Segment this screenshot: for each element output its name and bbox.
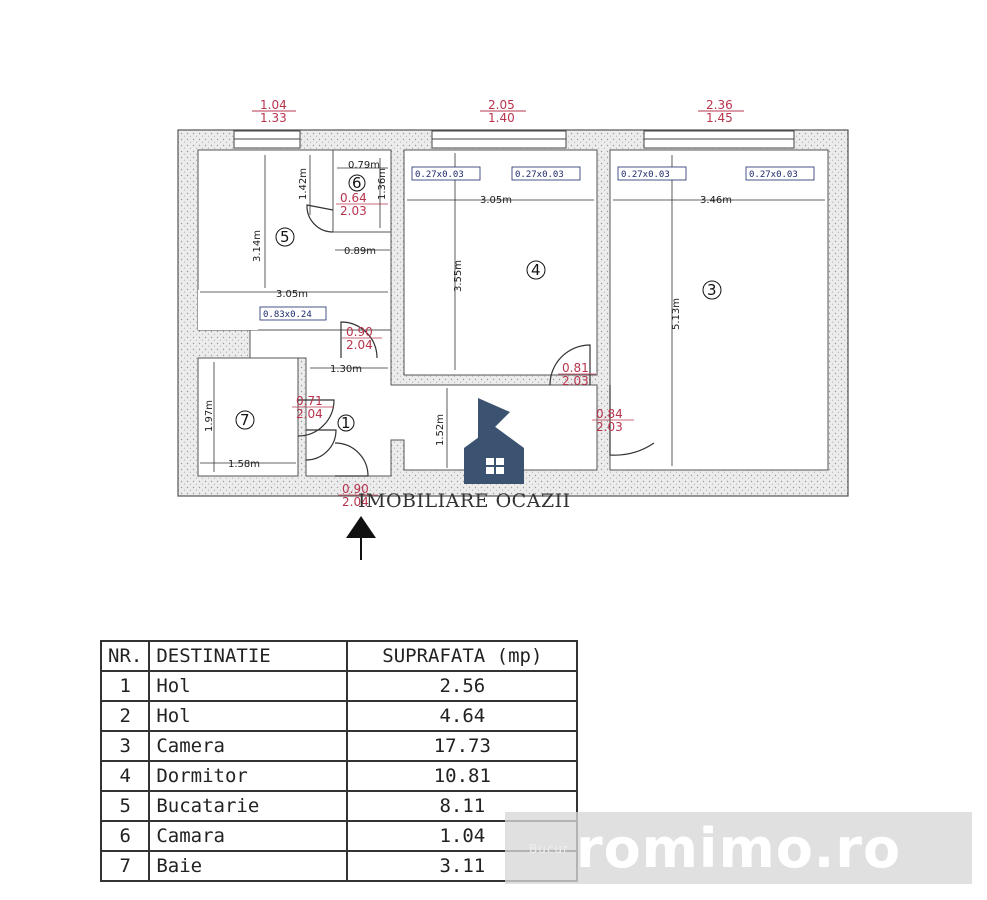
watermark-text: romimo.ro — [575, 816, 902, 880]
window-label-top: 2.05 — [488, 98, 515, 112]
table-row: 4 Dormitor 10.81 — [99, 760, 579, 792]
col-header-nr: NR. — [99, 640, 151, 672]
cell-nr: 7 — [99, 850, 151, 882]
brand-watermark: IMOBILIARE OCAZII — [358, 490, 571, 512]
room-number: 3 — [707, 281, 717, 299]
dimension-label: 3.05m — [480, 195, 512, 206]
table-header-row: NR. DESTINATIE SUPRAFATA (mp) — [99, 640, 579, 672]
doors — [297, 204, 655, 477]
door-label-top: 0.90 — [346, 325, 373, 339]
col-header-suprafata: SUPRAFATA (mp) — [346, 640, 579, 672]
dimension-label: 5.13m — [671, 298, 682, 330]
col-header-destinatie: DESTINATIE — [148, 640, 349, 672]
table-row: 3 Camera 17.73 — [99, 730, 579, 762]
cell-destinatie: Hol — [148, 670, 349, 702]
room-number: 4 — [531, 261, 541, 279]
cell-suprafata: 10.81 — [346, 760, 579, 792]
room-number: 5 — [280, 228, 290, 246]
door-label-bottom: 2.04 — [296, 407, 323, 421]
window-label-bottom: 1.40 — [488, 111, 515, 125]
door-label-top: 0.71 — [296, 394, 323, 408]
cell-suprafata: 17.73 — [346, 730, 579, 762]
cell-suprafata: 2.56 — [346, 670, 579, 702]
room-number: 1 — [341, 414, 351, 432]
cell-nr: 6 — [99, 820, 151, 852]
cell-nr: 2 — [99, 700, 151, 732]
window-box-label: 0.27x0.03 — [515, 170, 564, 180]
dimension-label: 1.58m — [228, 459, 260, 470]
cell-destinatie: Camera — [148, 730, 349, 762]
dimension-label: 0.79m — [348, 160, 380, 171]
cell-destinatie: Baie — [148, 850, 349, 882]
dimension-label: 1.52m — [435, 414, 446, 446]
door-label-bottom: 2.03 — [562, 374, 589, 388]
door-label-bottom: 2.04 — [342, 495, 369, 509]
entrance-arrow-icon — [346, 516, 376, 560]
dimension-label: 3.14m — [252, 230, 263, 262]
dimension-label: 3.46m — [700, 195, 732, 206]
table-row: 2 Hol 4.64 — [99, 700, 579, 732]
dimension-label: 1.36m — [377, 168, 388, 200]
table-row: 1 Hol 2.56 — [99, 670, 579, 702]
floor-plan: 1.04 1.33 2.05 1.40 2.36 1.45 0.64 2.03 … — [177, 98, 849, 560]
window-box-label: 0.27x0.03 — [749, 170, 798, 180]
door-label-top: 0.64 — [340, 191, 367, 205]
dimension-label: 1.42m — [298, 168, 309, 200]
watermark-small-text: Bucur — [529, 842, 569, 856]
door-label-top: 0.90 — [342, 482, 369, 496]
cell-destinatie: Hol — [148, 700, 349, 732]
house-logo-icon — [464, 398, 524, 484]
cell-nr: 3 — [99, 730, 151, 762]
dimension-label: 0.89m — [344, 246, 376, 257]
cell-nr: 5 — [99, 790, 151, 822]
window-box-label: 0.83x0.24 — [263, 310, 312, 320]
cell-suprafata: 4.64 — [346, 700, 579, 732]
room-number: 7 — [240, 411, 250, 429]
door-label-bottom: 2.03 — [340, 204, 367, 218]
dimension-labels: 3.14m 1.42m 0.79m 1.36m 0.89m 3.05m 3.05… — [204, 160, 732, 470]
window-opening-labels: 1.04 1.33 2.05 1.40 2.36 1.45 — [252, 98, 744, 125]
door-labels: 0.64 2.03 0.90 2.04 0.81 2.03 0.71 2.04 … — [292, 191, 634, 509]
dimension-label: 1.97m — [204, 400, 215, 432]
cell-destinatie: Dormitor — [148, 760, 349, 792]
window-box-label: 0.27x0.03 — [621, 170, 670, 180]
room-numbers: 1 3 4 5 6 7 — [235, 174, 722, 432]
window-label-top: 1.04 — [260, 98, 287, 112]
dimension-label: 3.55m — [453, 260, 464, 292]
door-label-top: 0.81 — [562, 361, 589, 375]
cell-nr: 4 — [99, 760, 151, 792]
dimension-label: 3.05m — [276, 289, 308, 300]
door-label-bottom: 2.03 — [596, 420, 623, 434]
window-label-bottom: 1.33 — [260, 111, 287, 125]
cell-destinatie: Bucatarie — [148, 790, 349, 822]
dimension-lines — [200, 153, 825, 472]
windows — [233, 130, 795, 149]
window-box-label: 0.27x0.03 — [415, 170, 464, 180]
room-number: 6 — [352, 174, 362, 192]
window-label-bottom: 1.45 — [706, 111, 733, 125]
window-boxes: 0.83x0.24 0.27x0.03 0.27x0.03 0.27x0.03 … — [259, 166, 815, 321]
dimension-label: 1.30m — [330, 364, 362, 375]
window-label-top: 2.36 — [706, 98, 733, 112]
site-watermark: Bucur romimo.ro — [505, 812, 972, 884]
cell-destinatie: Camara — [148, 820, 349, 852]
table-row: 5 Bucatarie 8.11 — [99, 790, 579, 822]
cell-nr: 1 — [99, 670, 151, 702]
door-label-top: 0.84 — [596, 407, 623, 421]
door-label-bottom: 2.04 — [346, 338, 373, 352]
